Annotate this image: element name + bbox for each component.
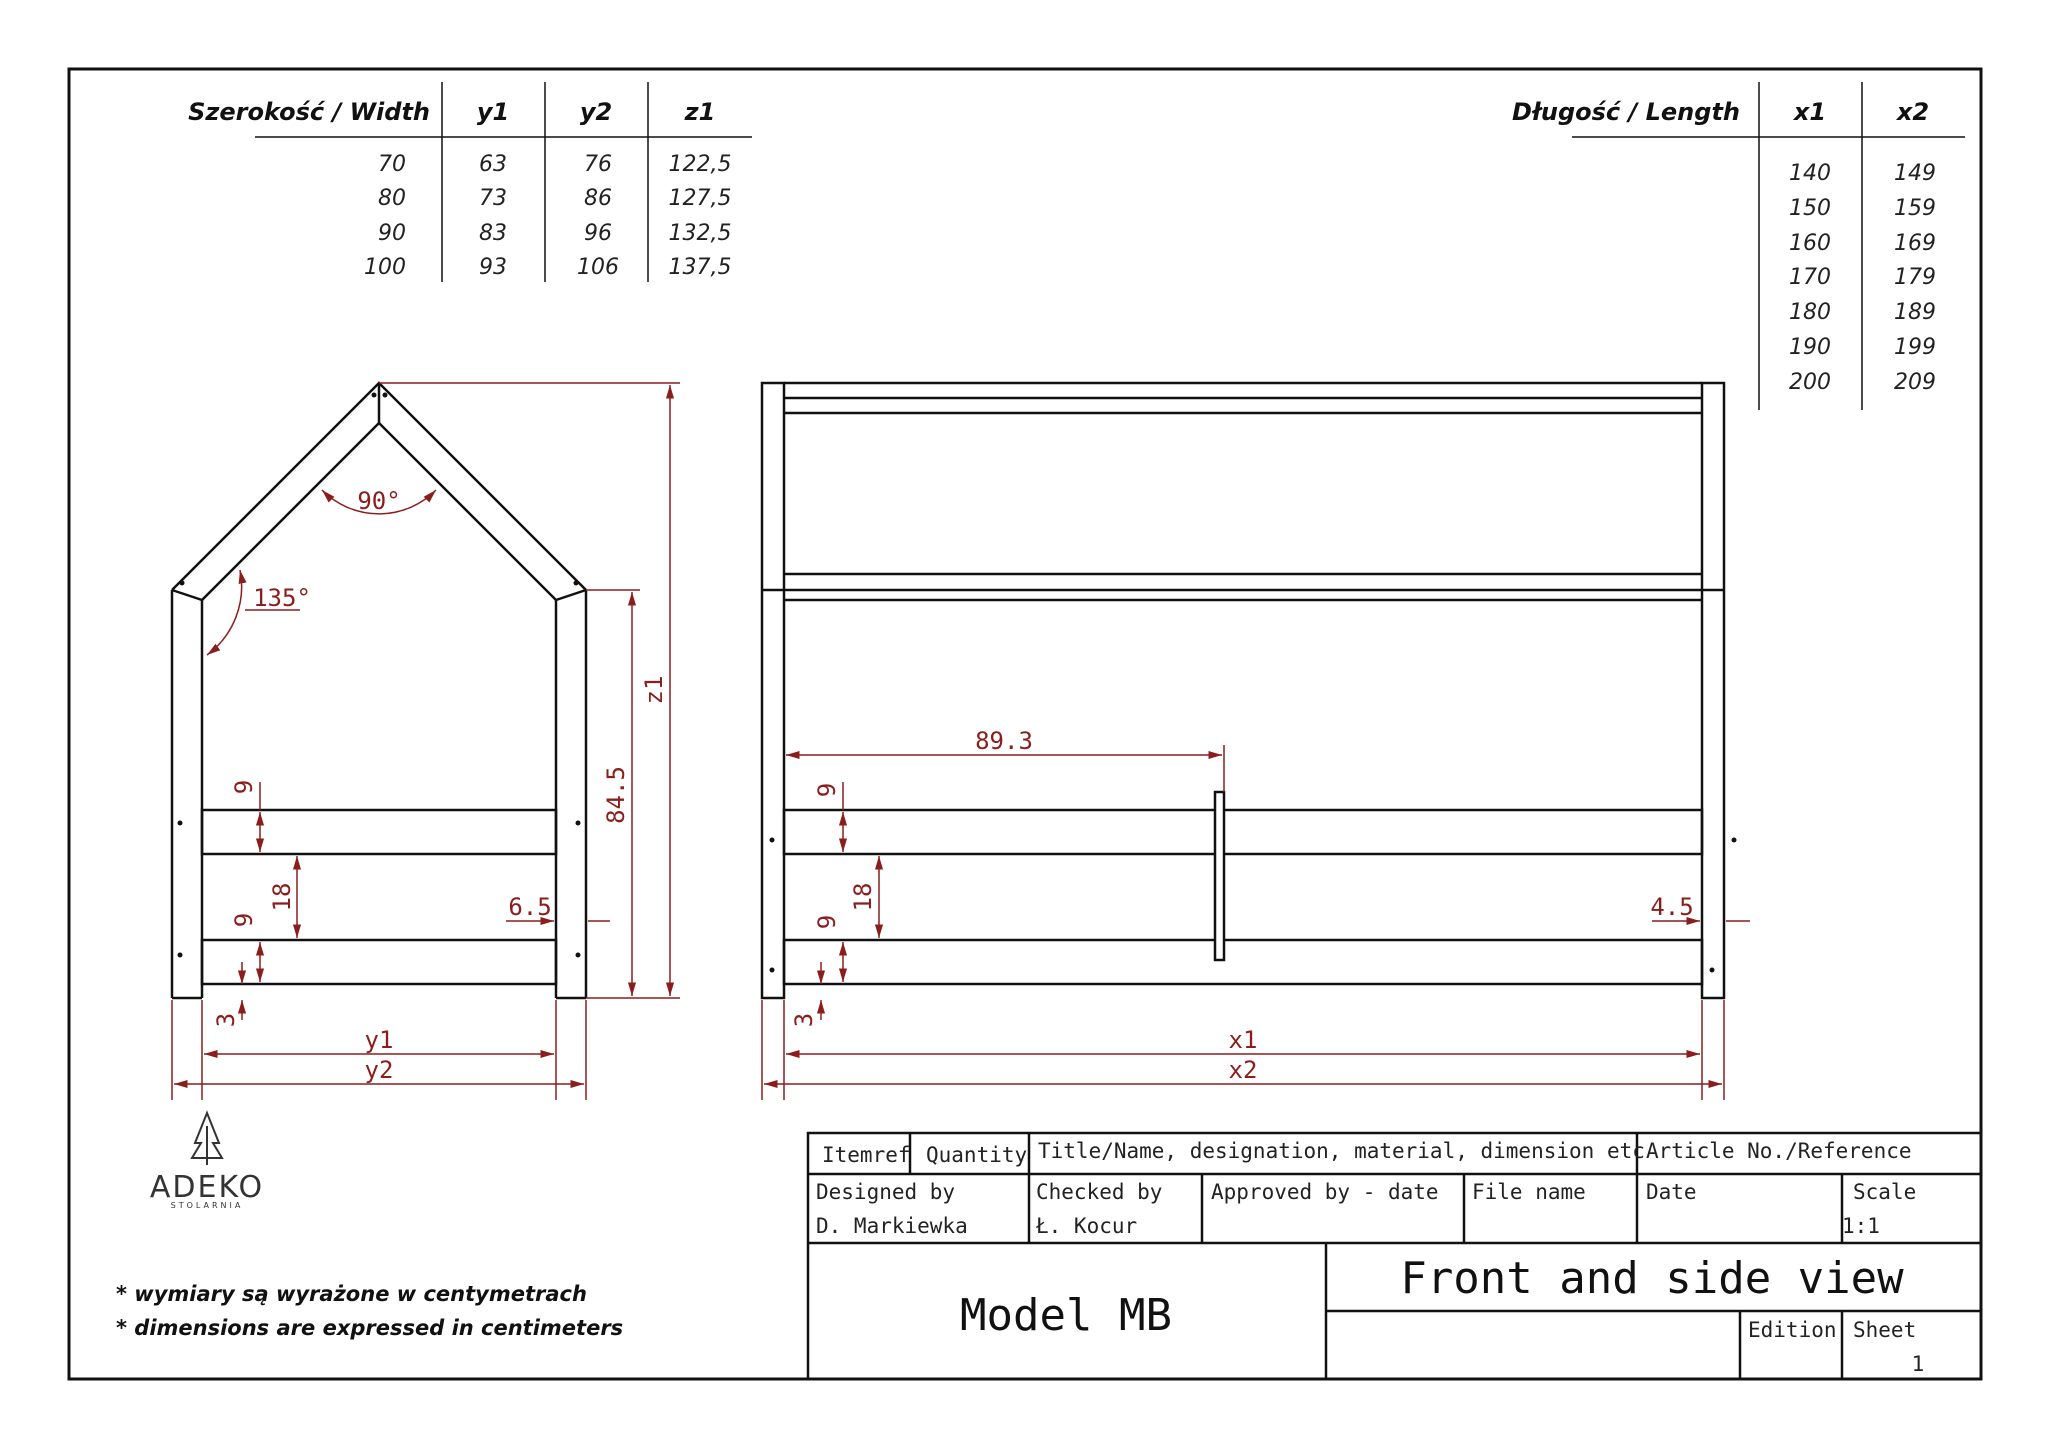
length-cell: 189 (1894, 300, 1936, 325)
length-header-label: Długość / Length (1512, 98, 1740, 126)
logo-subtitle: STOLARNIA (171, 1201, 244, 1210)
side-rail-lower (782, 938, 1704, 986)
front-angle-top-label: 90° (357, 487, 400, 515)
width-cell: 96 (584, 221, 612, 246)
tb-itemref: Itemref (822, 1143, 911, 1167)
width-header-label: Szerokość / Width (188, 98, 430, 126)
tb-model: Model MB (960, 1290, 1172, 1341)
tb-title-label: Title/Name, designation, material, dimen… (1038, 1139, 1645, 1163)
tb-quantity: Quantity (926, 1143, 1027, 1167)
width-header-y1: y1 (477, 98, 509, 126)
front-rail-lower (200, 938, 558, 986)
width-cell: 86 (584, 186, 612, 211)
length-cell: 170 (1789, 265, 1831, 290)
length-header-x2: x2 (1896, 98, 1929, 126)
tb-checked-value: Ł. Kocur (1035, 1214, 1137, 1238)
front-bottom-label: 3 (212, 1013, 240, 1027)
front-wall-height-label: 84.5 (602, 766, 630, 824)
side-rail-lower-label: 9 (813, 915, 841, 929)
tb-file-name-label: File name (1472, 1180, 1586, 1204)
side-post-right (1700, 381, 1726, 1000)
length-cell: 140 (1789, 161, 1831, 186)
front-y2-label: y2 (365, 1056, 394, 1084)
front-rail-lower-label: 9 (230, 913, 258, 927)
tb-date-label: Date (1646, 1180, 1697, 1204)
side-rail-upper (782, 808, 1704, 856)
length-cell: 199 (1894, 335, 1936, 360)
tb-approved-label: Approved by - date (1211, 1180, 1439, 1204)
tb-checked-label: Checked by (1036, 1180, 1162, 1204)
length-cell: 209 (1894, 370, 1936, 395)
length-cell: 159 (1894, 196, 1936, 221)
front-angle-side-label: 135° (253, 584, 311, 612)
note-polish: * wymiary są wyrażone w centymetrach (116, 1282, 587, 1306)
length-cell: 150 (1789, 196, 1831, 221)
length-cell: 180 (1789, 300, 1831, 325)
length-table: Długość / Length x1 x2 140 149 150 159 1… (1512, 82, 1965, 410)
tb-designed-value: D. Markiewka (816, 1214, 968, 1238)
width-cell: 83 (479, 221, 507, 246)
tb-scale-value: 1:1 (1842, 1214, 1880, 1238)
front-gap-label: 18 (268, 883, 296, 912)
tb-sheet-label: Sheet (1853, 1318, 1916, 1342)
width-cell: 70 (378, 152, 406, 177)
logo-name: ADEKO (150, 1170, 264, 1205)
width-cell: 127,5 (669, 186, 732, 211)
width-cell: 106 (577, 255, 619, 280)
length-cell: 169 (1894, 231, 1936, 256)
front-rail-upper (200, 808, 558, 856)
side-bottom-label: 3 (790, 1013, 818, 1027)
title-block (806, 1131, 1983, 1381)
side-gap-label: 18 (849, 883, 877, 912)
length-cell: 149 (1894, 161, 1936, 186)
width-cell: 63 (479, 152, 507, 177)
tb-article: Article No./Reference (1646, 1139, 1912, 1163)
width-cell: 132,5 (669, 221, 732, 246)
side-x2-label: x2 (1229, 1056, 1258, 1084)
tree-icon (190, 1110, 224, 1165)
side-dimensions (761, 745, 1750, 1100)
width-cell: 73 (479, 186, 507, 211)
length-cell: 160 (1789, 231, 1831, 256)
side-rail-upper-label: 9 (813, 783, 841, 797)
width-table: Szerokość / Width y1 y2 z1 70 63 76 122,… (188, 82, 752, 282)
width-cell: 137,5 (669, 255, 732, 280)
front-post-label: 6.5 (508, 893, 551, 921)
side-divider-label: 89.3 (975, 727, 1033, 755)
width-cell: 100 (364, 255, 406, 280)
width-cell: 93 (479, 255, 507, 280)
side-x1-label: x1 (1229, 1026, 1258, 1054)
side-view (760, 381, 1726, 1000)
side-screws (769, 837, 1737, 973)
tb-edition-label: Edition (1748, 1318, 1837, 1342)
front-y1-label: y1 (365, 1026, 394, 1054)
front-screws (177, 392, 581, 958)
front-dimensions (171, 382, 680, 1100)
front-rail-upper-label: 9 (230, 780, 258, 794)
side-post-left (760, 381, 786, 1000)
length-cell: 190 (1789, 335, 1831, 360)
front-view (170, 381, 588, 1000)
side-post-label: 4.5 (1650, 893, 1693, 921)
length-cell: 179 (1894, 265, 1936, 290)
note-english: * dimensions are expressed in centimeter… (116, 1316, 623, 1340)
width-cell: 90 (378, 221, 406, 246)
width-cell: 80 (378, 186, 406, 211)
front-z1-label: z1 (640, 676, 668, 705)
width-cell: 122,5 (669, 152, 732, 177)
width-cell: 76 (584, 152, 612, 177)
length-header-x1: x1 (1793, 98, 1826, 126)
adeko-logo: ADEKO STOLARNIA (150, 1110, 264, 1210)
tb-sheet-value: 1 (1912, 1352, 1925, 1376)
width-header-z1: z1 (684, 98, 716, 126)
length-cell: 200 (1789, 370, 1831, 395)
width-header-y2: y2 (580, 98, 612, 126)
tb-view-title: Front and side view (1400, 1253, 1904, 1304)
tb-designed-label: Designed by (816, 1180, 955, 1204)
tb-scale-label: Scale (1853, 1180, 1916, 1204)
side-divider (1213, 790, 1226, 962)
